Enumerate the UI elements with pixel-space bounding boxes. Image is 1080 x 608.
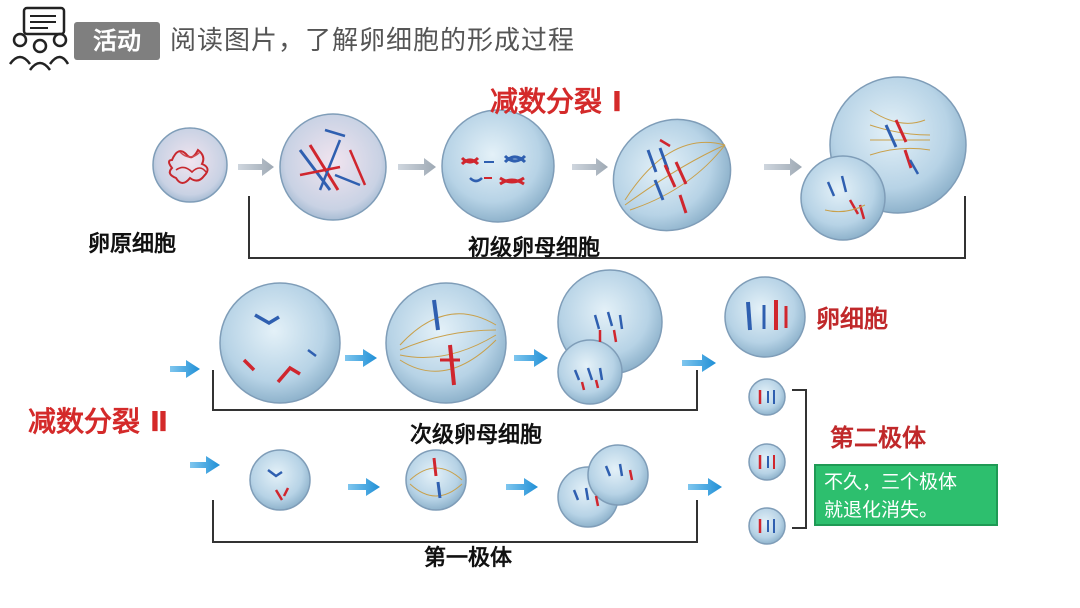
arrow-blue-6 bbox=[348, 478, 380, 496]
arrow-4 bbox=[764, 158, 802, 176]
meiosis-2-label: 减数分裂 Ⅱ bbox=[28, 405, 169, 438]
primary-oocyte-bracket bbox=[248, 196, 966, 259]
polar-bodies-bracket bbox=[792, 389, 807, 529]
telophase-ii-cell bbox=[557, 269, 663, 405]
note-line-2: 就退化消失。 bbox=[824, 499, 939, 521]
arrow-1 bbox=[238, 158, 274, 176]
page-title: 阅读图片，了解卵细胞的形成过程 bbox=[170, 26, 576, 56]
secondary-oocyte-label: 次级卵母细胞 bbox=[410, 423, 543, 448]
telophase-i-cell bbox=[800, 76, 967, 241]
primary-oocyte-label: 初级卵母细胞 bbox=[468, 236, 601, 261]
egg-cell-label: 卵细胞 bbox=[816, 305, 888, 333]
note-box: 不久，三个极体 就退化消失。 bbox=[814, 464, 998, 526]
polar-telophase-cell bbox=[557, 444, 649, 528]
prophase-cell bbox=[279, 113, 387, 221]
arrow-blue-8 bbox=[688, 478, 722, 496]
arrow-blue-3 bbox=[514, 349, 548, 367]
first-polar-body-label: 第一极体 bbox=[424, 546, 513, 571]
arrow-blue-7 bbox=[506, 478, 538, 496]
first-polar-body-bracket bbox=[212, 500, 698, 543]
polar-body-3 bbox=[748, 507, 786, 545]
metaphase-i-cell bbox=[612, 118, 732, 232]
note-line-1: 不久，三个极体 bbox=[824, 471, 958, 493]
polar-body-2 bbox=[748, 443, 786, 481]
secondary-oocyte-cell bbox=[219, 282, 341, 404]
arrow-blue-4 bbox=[682, 354, 716, 372]
oogonium-cell bbox=[152, 127, 228, 203]
arrow-3 bbox=[572, 158, 608, 176]
teacher-board-icon bbox=[8, 6, 70, 71]
tetrad-cell bbox=[441, 109, 555, 223]
first-polar-body-cell bbox=[249, 449, 311, 511]
arrow-blue-5 bbox=[190, 456, 220, 474]
second-polar-body-label: 第二极体 bbox=[830, 424, 926, 452]
polar-metaphase-cell bbox=[405, 449, 467, 511]
egg-cell bbox=[724, 276, 806, 358]
arrow-2 bbox=[398, 158, 436, 176]
metaphase-ii-cell bbox=[385, 282, 507, 404]
oogonium-label: 卵原细胞 bbox=[88, 232, 177, 257]
polar-body-1 bbox=[748, 378, 786, 416]
meiosis-1-label: 减数分裂 Ⅰ bbox=[490, 85, 623, 118]
secondary-oocyte-bracket bbox=[212, 370, 698, 411]
arrow-blue-2 bbox=[345, 349, 377, 367]
activity-badge: 活动 bbox=[74, 22, 160, 60]
arrow-blue-1 bbox=[170, 360, 200, 378]
